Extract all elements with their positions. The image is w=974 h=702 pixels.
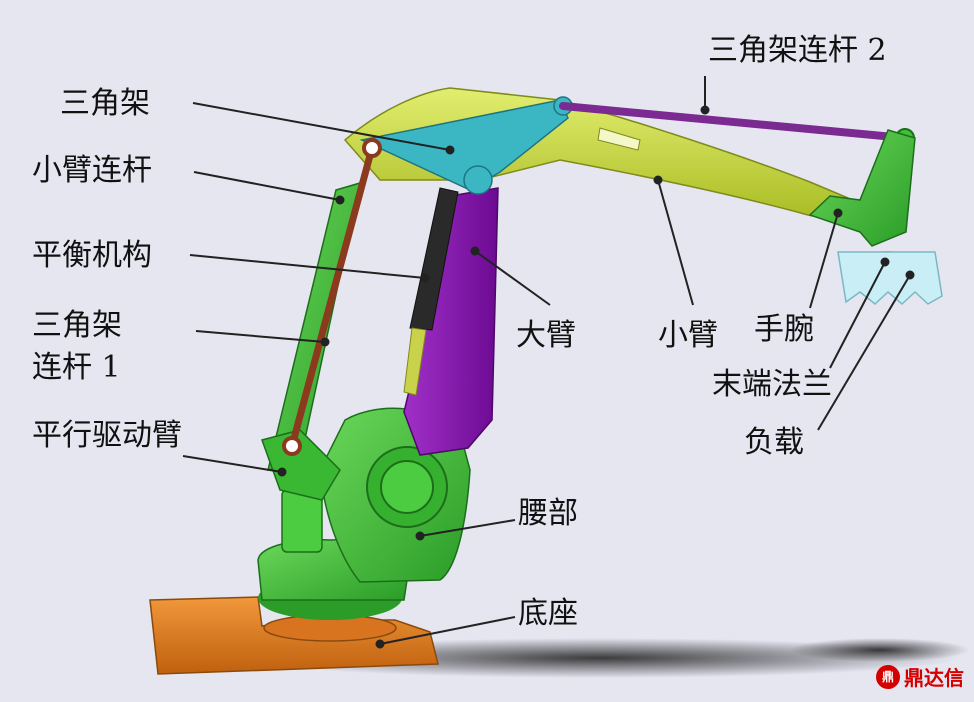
label-triangle-link-1-line1: 三角架 [32, 308, 122, 343]
base-part [149, 596, 439, 675]
label-upper-arm: 大臂 [516, 318, 576, 353]
ground-shadow-tail [790, 638, 970, 662]
label-end-flange: 末端法兰 [712, 367, 832, 402]
leader-lines [182, 76, 915, 649]
label-triangle-frame: 三角架 [60, 86, 150, 121]
triangle-frame-joint [463, 165, 493, 195]
label-forearm-link: 小臂连杆 [32, 153, 152, 188]
balance-rod [403, 327, 427, 396]
waist-part [257, 407, 471, 620]
label-triangle-link-1-line2: 连杆 1 [32, 350, 121, 385]
label-wrist: 手腕 [754, 312, 814, 347]
label-waist: 腰部 [518, 496, 578, 531]
label-parallel-drive-arm: 平行驱动臂 [32, 418, 182, 453]
label-load: 负载 [744, 425, 804, 460]
brand-watermark: 鼎 鼎达信 [876, 662, 964, 691]
parallel-drive-lever [261, 429, 341, 501]
balance-mechanism-part [409, 187, 459, 331]
label-base: 底座 [518, 596, 578, 631]
label-triangle-link-2: 三角架连杆 2 [708, 33, 887, 68]
brand-logo-icon: 鼎 [876, 664, 900, 689]
triangle-link-1-part [282, 138, 382, 456]
label-balance-mechanism: 平衡机构 [32, 238, 152, 273]
forearm-slot [597, 127, 641, 151]
triangle-frame-part [359, 99, 569, 191]
label-forearm: 小臂 [658, 318, 718, 353]
load-part [837, 251, 943, 306]
brand-text: 鼎达信 [904, 666, 964, 690]
